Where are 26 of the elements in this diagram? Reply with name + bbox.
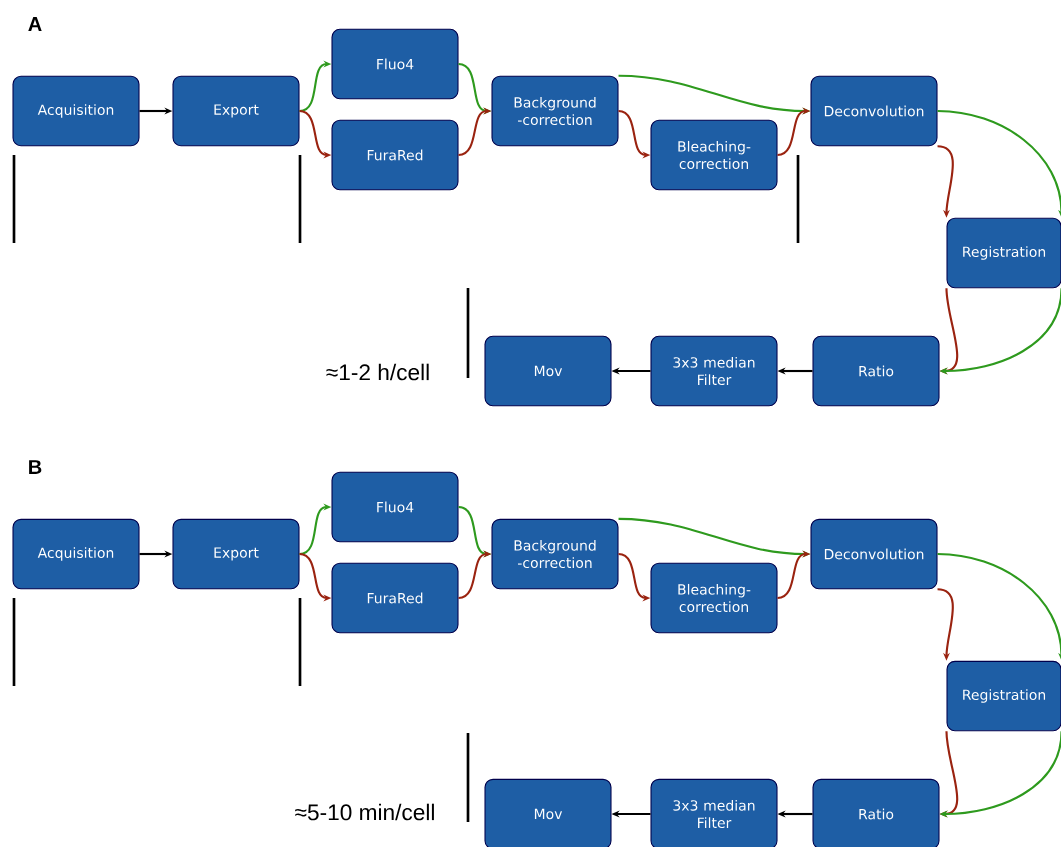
process-box: Ratio — [812, 778, 940, 847]
process-box: Bleaching- correction — [650, 562, 778, 634]
process-box: Deconvolution — [810, 518, 938, 590]
process-box: Mov — [484, 778, 612, 847]
panel-letter: B — [29, 460, 42, 474]
process-box: Acquisition — [12, 75, 140, 147]
process-box: Fluo4 — [331, 471, 459, 543]
process-box: FuraRed — [331, 119, 459, 191]
process-box: Ratio — [812, 335, 940, 407]
process-box: Acquisition — [12, 518, 140, 590]
process-box: Deconvolution — [810, 75, 938, 147]
process-box: Registration — [946, 660, 1061, 732]
process-box: Export — [172, 75, 300, 147]
panel-letter: A — [28, 17, 42, 31]
time-label: ≈1-2 h/cell — [326, 363, 429, 381]
process-box: Export — [172, 518, 300, 590]
time-label: ≈5-10 min/cell — [295, 803, 434, 821]
process-box: Background -correction — [491, 75, 619, 147]
process-box: Mov — [484, 335, 612, 407]
process-box: 3x3 median Filter — [650, 778, 778, 847]
process-box: FuraRed — [331, 562, 459, 634]
process-box: Registration — [946, 217, 1061, 289]
process-box: 3x3 median Filter — [650, 335, 778, 407]
process-box: Bleaching- correction — [650, 119, 778, 191]
process-box: Background -correction — [491, 518, 619, 590]
process-box: Fluo4 — [331, 28, 459, 100]
